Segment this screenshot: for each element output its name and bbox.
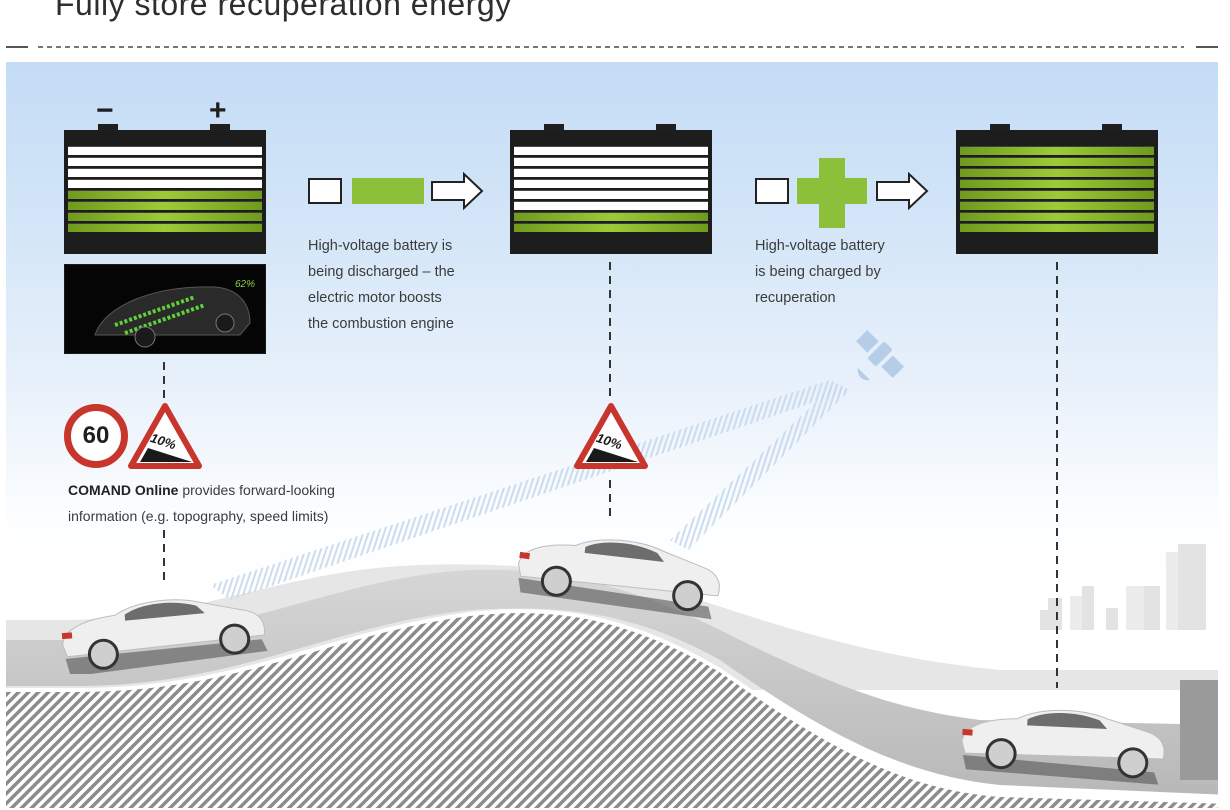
- charge-transition: [755, 158, 935, 228]
- battery-percent-readout: 62%: [234, 279, 255, 290]
- speed-limit-sign: 60: [64, 404, 128, 468]
- car-hilltop: [517, 539, 720, 620]
- satellite-icon: [855, 329, 905, 381]
- gps-signal-beams: [210, 380, 850, 600]
- minus-icon: [352, 178, 424, 204]
- battery-cells: [960, 146, 1154, 232]
- charge-caption: High-voltage battery is being charged by…: [755, 238, 885, 306]
- battery-box-icon: [308, 178, 342, 204]
- title-divider: [6, 46, 1224, 48]
- battery-box-icon: [755, 178, 789, 204]
- car-xray-illustration: [94, 286, 251, 348]
- diagram-panel: − + High-voltage battery is being discha…: [6, 62, 1218, 810]
- battery-after-recuperation: [956, 124, 1158, 254]
- gradient-warning-sign: 10%: [128, 403, 202, 469]
- battery-initial: [64, 124, 266, 254]
- leader-line: [163, 362, 165, 398]
- gradient-warning-sign: 10%: [574, 403, 648, 469]
- hybrid-display-image: 62%: [64, 264, 266, 354]
- comand-caption: COMAND Online provides forward-looking i…: [68, 482, 335, 524]
- right-arrow-icon: [430, 172, 486, 210]
- minus-terminal-icon: −: [96, 94, 114, 127]
- road-terrain: [6, 564, 1218, 810]
- plus-icon: [797, 158, 867, 228]
- car-downhill: [961, 709, 1165, 785]
- battery-cells: [68, 146, 262, 232]
- leader-line: [609, 480, 611, 522]
- comand-online-label: COMAND Online: [68, 482, 179, 498]
- leader-line: [163, 530, 165, 586]
- leader-line: [1056, 262, 1058, 688]
- right-arrow-icon: [875, 172, 931, 210]
- leader-line: [609, 262, 611, 398]
- discharge-caption: High-voltage battery is being discharged…: [308, 238, 455, 332]
- discharge-transition: [308, 172, 488, 210]
- battery-cells: [514, 146, 708, 232]
- city-skyline: [1040, 544, 1206, 630]
- battery-after-discharge: [510, 124, 712, 254]
- page-title: Fully store recuperation energy: [55, 0, 512, 22]
- car-uphill: [61, 599, 268, 674]
- plus-terminal-icon: +: [209, 94, 227, 127]
